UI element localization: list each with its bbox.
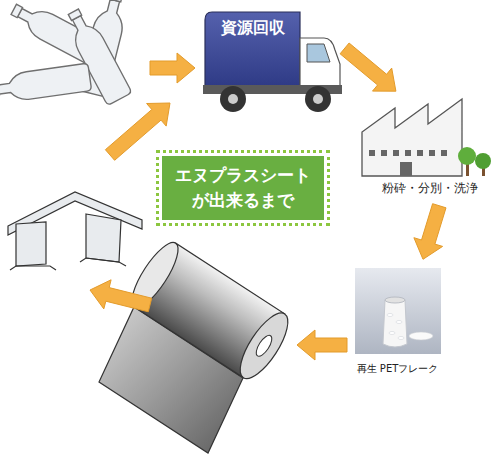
factory-building [362, 99, 462, 176]
flake-jar [383, 300, 407, 347]
jar-rim [385, 297, 405, 303]
factory-window [381, 150, 387, 156]
flakes [387, 314, 404, 340]
display-stands [8, 192, 142, 270]
factory [362, 99, 491, 176]
factory-window [429, 150, 435, 156]
roll-core [253, 333, 274, 359]
flow-arrow [297, 330, 347, 360]
flake [389, 332, 395, 335]
factory-node: 粉砕・分別・洗浄 [360, 95, 495, 200]
process-label: 粉砕・分別・洗浄 [365, 181, 495, 195]
pet-bottles [0, 0, 132, 106]
factory-window [405, 150, 411, 156]
bottle-cap [68, 9, 81, 20]
truck-wheel [220, 86, 246, 112]
bottle-body [0, 63, 92, 103]
flake [396, 321, 402, 324]
stand-base [80, 258, 126, 266]
garbage-truck [203, 12, 342, 112]
flake [387, 314, 393, 317]
truck-node: 資源回収 [200, 5, 340, 118]
tree [475, 153, 491, 169]
flake [398, 337, 404, 340]
wheel-hub [313, 94, 323, 104]
bottle-cap [11, 4, 22, 17]
title-box: エヌプラスシート が出来るまで [156, 150, 330, 226]
flow-arrow [150, 53, 195, 83]
flake-photo-node: 再生 PETフレーク [350, 265, 445, 380]
factory-door [400, 162, 412, 176]
truck-body [205, 12, 300, 86]
factory-window [369, 150, 375, 156]
diagram-title: エヌプラスシート が出来るまで [168, 163, 318, 212]
stand-panel [86, 214, 121, 262]
photo-caption: 再生 PETフレーク [350, 363, 445, 375]
truck-window [307, 44, 330, 62]
flow-arrow [414, 204, 446, 260]
truck-cab [300, 38, 340, 92]
roll-end [232, 306, 297, 385]
photo-background [355, 268, 441, 354]
factory-window [441, 150, 447, 156]
flow-arrow [340, 43, 396, 91]
wheel-hub [228, 94, 238, 104]
flake-pile [409, 332, 433, 340]
tree [458, 147, 476, 165]
pet-bottle [0, 63, 92, 104]
truck-label: 資源回収 [205, 18, 300, 37]
roll-cylinder [124, 237, 296, 386]
stand-base [10, 266, 56, 270]
stand-panel [16, 222, 46, 266]
factory-window [393, 150, 399, 156]
flow-arrows [90, 53, 347, 360]
sheet-roll [99, 237, 296, 453]
flake-photo [355, 268, 441, 354]
title-panel: エヌプラスシート が出来るまで [162, 156, 324, 220]
bottle-cap [109, 0, 122, 2]
flow-arrow [90, 280, 152, 312]
factory-window [417, 150, 423, 156]
factory-windows [369, 150, 447, 176]
truck-wheel [305, 86, 331, 112]
